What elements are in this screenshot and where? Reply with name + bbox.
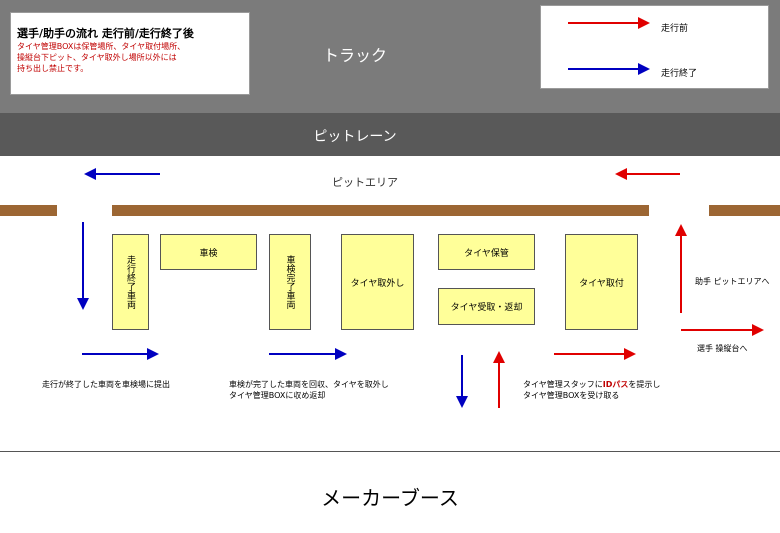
legend-box: 走行前 走行終了	[540, 5, 769, 89]
track-label: トラック	[322, 46, 387, 65]
id-pass-highlight: IDパス	[602, 380, 629, 389]
note-receive-pre: タイヤ管理スタッフに	[523, 380, 603, 389]
tire-storage-box: タイヤ保管	[438, 234, 535, 270]
driver-label: 選手 操縦台へ	[697, 344, 748, 353]
note-collect-line2: タイヤ管理BOXに収め返却	[229, 391, 326, 400]
tire-return-label: タイヤ受取・返却	[450, 303, 523, 313]
note-collect-line1: 車検が完了した車両を回収、タイヤを取外し	[229, 380, 389, 389]
tire-return-box: タイヤ受取・返却	[438, 288, 535, 325]
info-text: タイヤ管理BOXは保管場所、タイヤ取付場所、 操縦台下ピット、タイヤ取外し場所以…	[17, 41, 249, 74]
pit-wall-center	[112, 205, 649, 216]
info-text-line: 持ち出し禁止です。	[17, 64, 89, 73]
finished-car-label: 走行終了車両	[125, 255, 135, 309]
inspected-car-box: 車検完了車両	[269, 234, 311, 330]
note-receive-line1: タイヤ管理スタッフにIDパスを提示し	[523, 379, 660, 390]
tire-mount-label: タイヤ取付	[579, 278, 624, 289]
finished-car-box: 走行終了車両	[112, 234, 149, 330]
tire-removal-label: タイヤ取外し	[350, 278, 405, 289]
booth-divider	[0, 451, 780, 452]
pit-wall-right	[709, 205, 780, 216]
tire-storage-label: タイヤ保管	[464, 248, 509, 259]
inspected-car-label: 車検完了車両	[284, 255, 295, 309]
info-box: 選手/助手の流れ 走行前/走行終了後 タイヤ管理BOXは保管場所、タイヤ取付場所…	[10, 12, 250, 95]
info-text-line: タイヤ管理BOXは保管場所、タイヤ取付場所、	[17, 42, 186, 51]
inspection-label: 車検	[199, 248, 218, 259]
note-submit-car: 走行が終了した車両を車検場に提出	[42, 380, 170, 389]
legend-label-before-run: 走行前	[661, 24, 689, 34]
tire-mount-box: タイヤ取付	[565, 234, 638, 330]
tire-removal-box: タイヤ取外し	[341, 234, 414, 330]
assistant-label: 助手 ピットエリアへ	[695, 277, 770, 286]
pit-lane-label: ピットレーン	[313, 129, 397, 145]
legend-label-after-run: 走行終了	[661, 69, 698, 79]
info-title: 選手/助手の流れ 走行前/走行終了後	[17, 27, 194, 40]
note-collect-car: 車検が完了した車両を回収、タイヤを取外し タイヤ管理BOXに収め返却	[229, 379, 389, 401]
pit-area-label: ピットエリア	[332, 176, 398, 189]
note-receive-line2: タイヤ管理BOXを受け取る	[523, 391, 620, 400]
maker-booth-label: メーカーブース	[321, 486, 459, 510]
pit-lane	[0, 113, 780, 156]
note-receive-post: を提示し	[628, 380, 661, 389]
inspection-box: 車検	[160, 234, 257, 270]
info-text-line: 操縦台下ピット、タイヤ取外し場所以外には	[17, 53, 177, 62]
note-receive-box: タイヤ管理スタッフにIDパスを提示し タイヤ管理BOXを受け取る	[523, 379, 660, 401]
pit-wall-left	[0, 205, 57, 216]
